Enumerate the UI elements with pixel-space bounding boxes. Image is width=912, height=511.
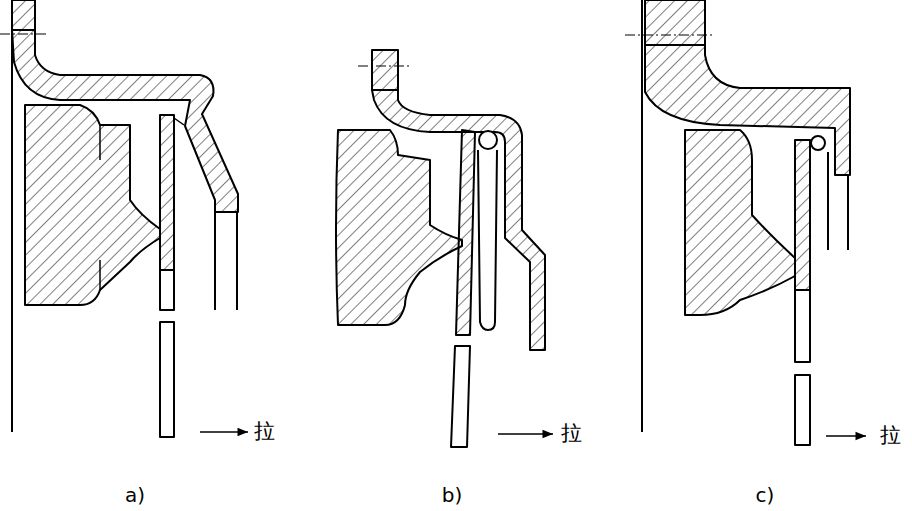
diaphragm-finger — [160, 270, 174, 310]
subfigure-label: a) — [125, 484, 145, 506]
center-line — [358, 66, 412, 67]
pressure-plate — [336, 130, 462, 325]
diaphragm-spring — [160, 115, 174, 270]
diaphragm-finger — [795, 290, 810, 362]
figure-c — [625, 0, 866, 445]
pressure-plate-edge — [99, 125, 101, 290]
center-line — [625, 35, 712, 36]
cover-bolt-flange — [12, 0, 35, 30]
release-sleeve — [827, 152, 829, 250]
pressure-plate — [25, 105, 160, 305]
figure-b — [336, 50, 553, 447]
pull-arrow — [826, 435, 866, 437]
flywheel-face — [641, 0, 643, 432]
subfigure-label: b) — [442, 484, 463, 506]
release-sleeve — [214, 212, 216, 310]
diaphragm-spring — [456, 130, 475, 335]
flywheel-face — [11, 0, 13, 432]
release-sleeve — [236, 212, 238, 310]
pivot-ring — [174, 118, 184, 125]
release-sleeve — [847, 175, 849, 250]
direction-label: 拉 — [254, 420, 275, 443]
direction-label: 拉 — [561, 422, 582, 445]
diaphragm-finger — [160, 322, 174, 437]
pull-arrow — [200, 431, 248, 433]
direction-label: 拉 — [880, 424, 901, 447]
diaphragm-finger — [451, 346, 470, 447]
cover-bolt-flange — [372, 50, 398, 90]
diaphragm-finger — [795, 375, 810, 445]
pressure-plate — [685, 130, 795, 315]
figure-a — [0, 0, 248, 437]
diaphragm-spring — [795, 140, 810, 290]
cover-bolt-flange — [645, 0, 705, 45]
pull-arrow — [498, 433, 553, 435]
pivot-ring — [479, 131, 497, 149]
spring-retainer — [478, 150, 497, 330]
subfigure-label: c) — [756, 484, 775, 506]
pivot-ring — [811, 136, 825, 150]
